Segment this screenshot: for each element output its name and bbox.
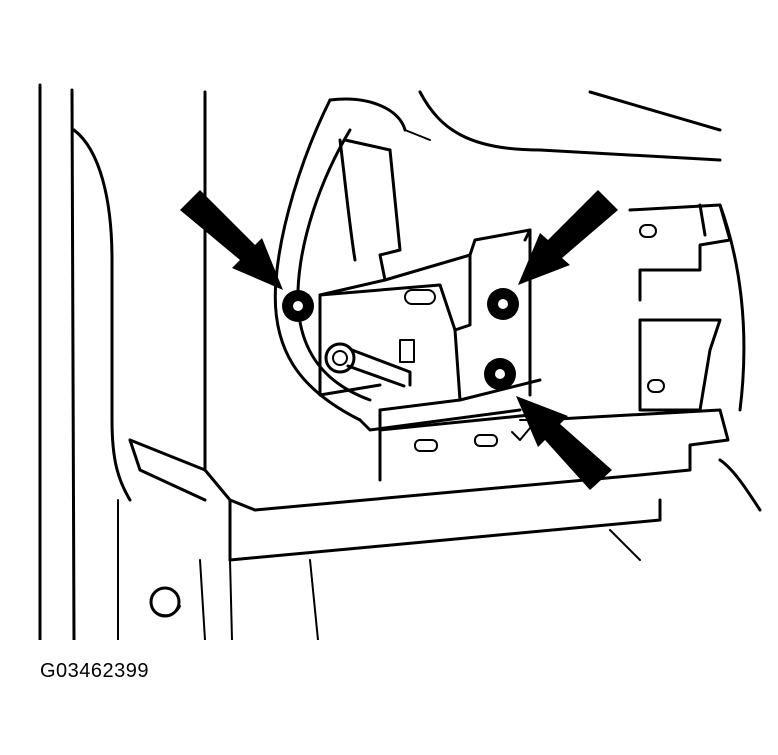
mounting-diagram: [38, 83, 762, 640]
fastener-bottom-right: [484, 358, 516, 390]
door-frame: [38, 83, 233, 640]
connector: [324, 342, 412, 388]
arrow-top-right: [518, 190, 618, 285]
rail-slot-2: [474, 434, 498, 447]
dash-housing: [128, 90, 662, 640]
rail-slot-1: [414, 439, 438, 452]
right-housing: [519, 203, 762, 512]
arrow-top-left: [180, 190, 283, 290]
fastener-top-left: [282, 290, 314, 322]
upper-trim: [404, 90, 722, 162]
arrow-bottom-right: [516, 396, 612, 490]
figure-code: G03462399: [40, 660, 150, 682]
panel-opening: [273, 97, 522, 432]
bracket-tab: [399, 339, 415, 363]
mounting-bracket: [318, 148, 542, 412]
round-knob: [149, 586, 181, 618]
housing-slot-lower: [647, 379, 665, 393]
bracket-slot: [404, 289, 436, 305]
lower-rail: [378, 408, 532, 482]
housing-slot-upper: [639, 224, 657, 238]
fastener-top-right: [487, 288, 519, 320]
